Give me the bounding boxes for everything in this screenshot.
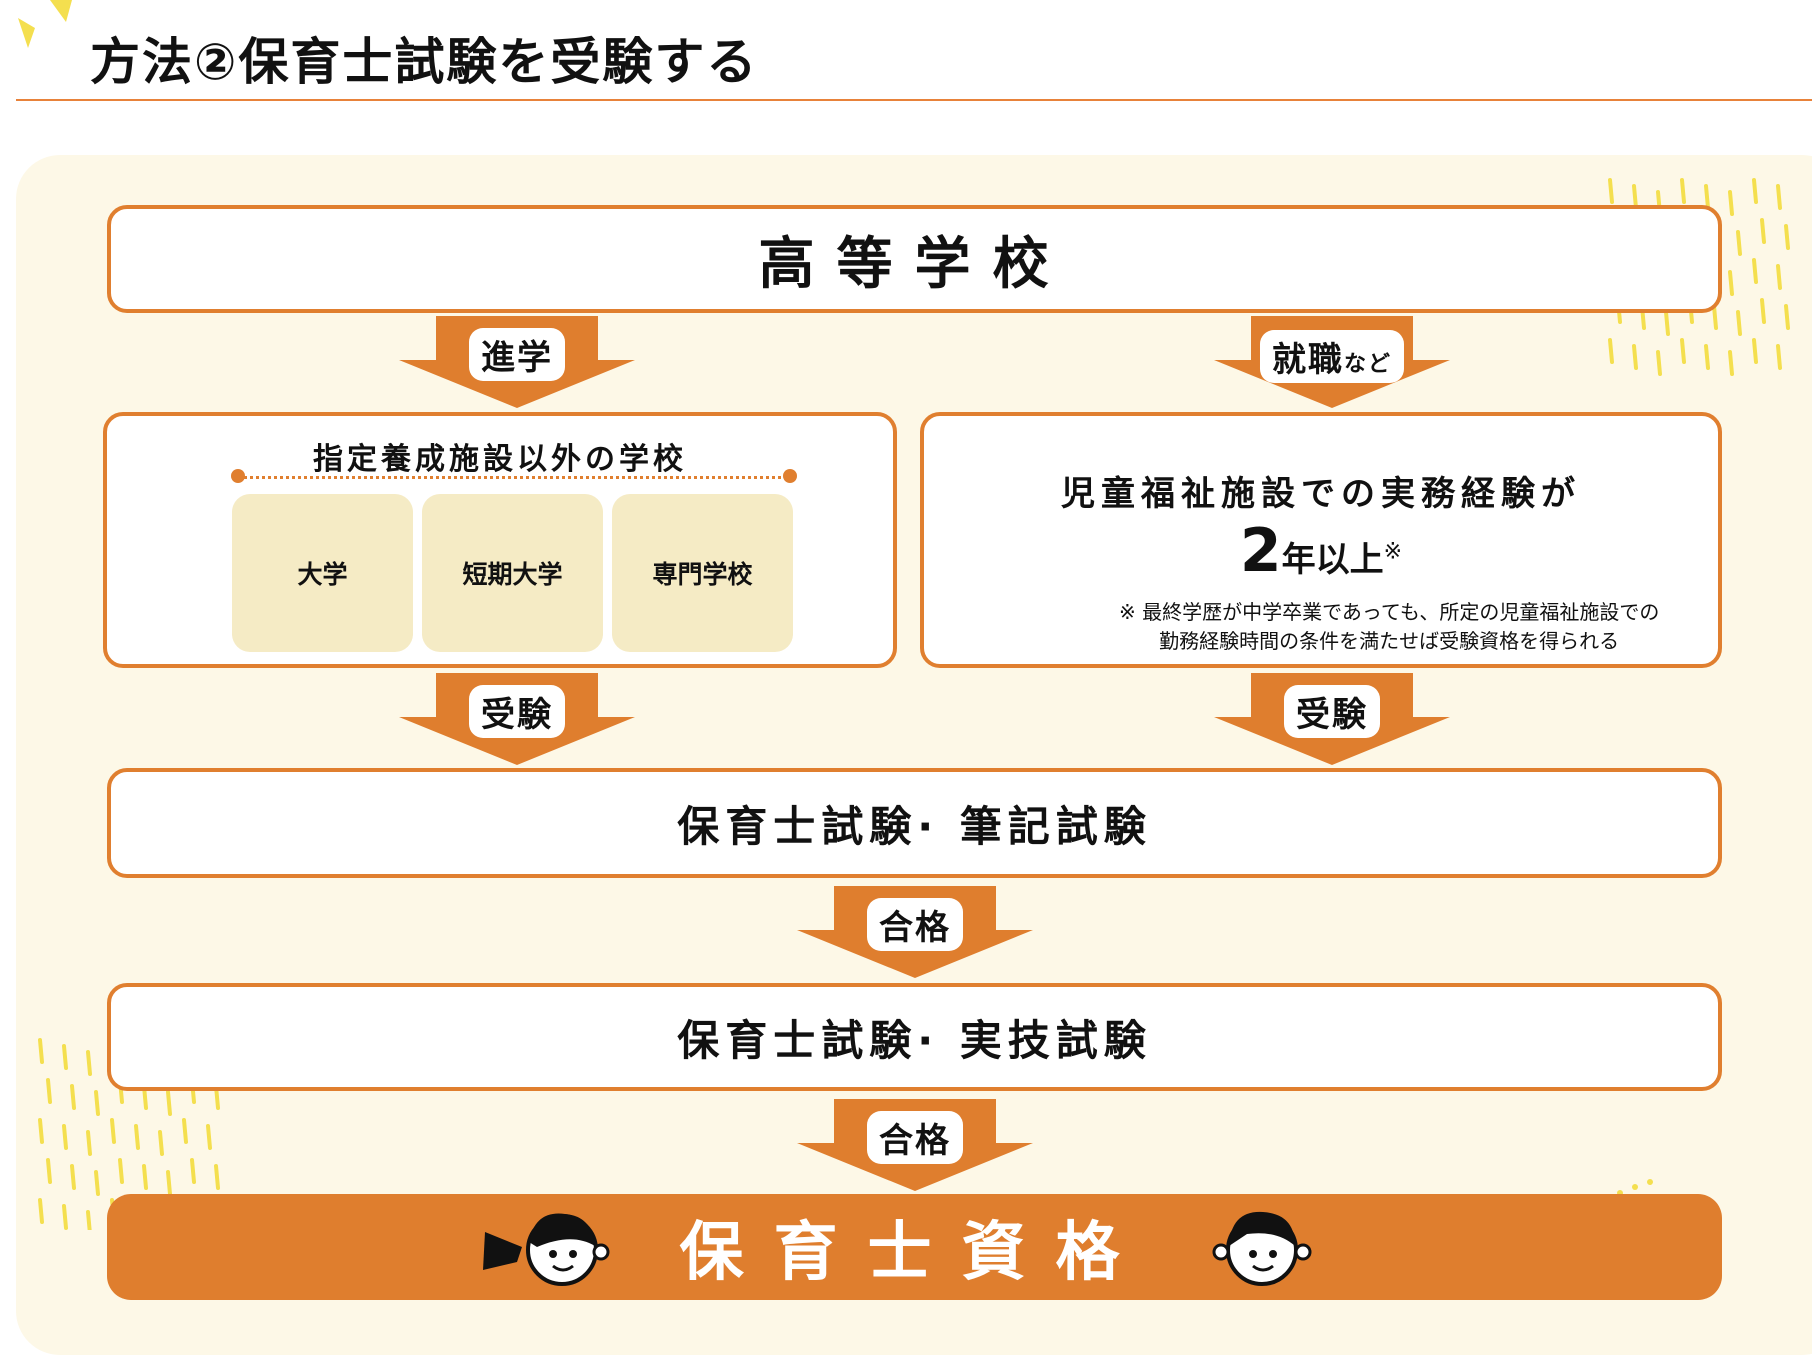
school-tile-university: 大学 xyxy=(232,494,413,652)
practical-exam-label: 保育士試験· 実技試験 xyxy=(677,1015,1152,1065)
note-mark: ※ xyxy=(1383,539,1403,565)
final-qualification-banner: 保育士資格 xyxy=(107,1194,1722,1300)
other-schools-box: 指定養成施設以外の学校 大学 短期大学 専門学校 xyxy=(103,412,897,668)
dotted-divider xyxy=(237,476,789,479)
arrow-exam-right: 受験 xyxy=(1214,673,1450,765)
arrow-label-pass: 合格 xyxy=(867,1111,963,1164)
arrow-label-exam: 受験 xyxy=(1284,685,1380,738)
practical-exam-box: 保育士試験· 実技試験 xyxy=(107,983,1722,1091)
arrow-employment: 就職など xyxy=(1214,316,1450,408)
arrow-exam-left: 受験 xyxy=(399,673,635,765)
boy-face-icon xyxy=(1212,1211,1312,1286)
arrow-label-exam: 受験 xyxy=(469,685,565,738)
school-tile-junior-college: 短期大学 xyxy=(422,494,603,652)
high-school-label: 高等学校 xyxy=(758,231,1071,297)
dot-right xyxy=(783,469,797,483)
other-schools-title: 指定養成施設以外の学校 xyxy=(313,442,687,477)
years-suffix: 年以上 xyxy=(1281,540,1384,580)
arrow-label-employment-suffix: など xyxy=(1343,352,1393,377)
footnote: ※ 最終学歴が中学卒業であっても、所定の児童福祉施設での勤務経験時間の条件を満た… xyxy=(1119,598,1659,656)
sparkle-decoration xyxy=(18,0,72,48)
final-qualification-label: 保育士資格 xyxy=(679,1216,1150,1290)
footnote-line: 勤務経験時間の条件を満たせば受験資格を得られる xyxy=(1159,629,1620,653)
girl-face-icon xyxy=(483,1213,610,1286)
years-number: 2 xyxy=(1239,516,1282,586)
footnote-line: ※ 最終学歴が中学卒業であっても、所定の児童福祉施設での xyxy=(1119,600,1660,624)
arrow-label-pass: 合格 xyxy=(867,898,963,951)
written-exam-box: 保育士試験· 筆記試験 xyxy=(107,768,1722,878)
title-divider xyxy=(16,99,1812,101)
high-school-box: 高等学校 xyxy=(107,205,1722,313)
written-exam-label: 保育士試験· 筆記試験 xyxy=(677,801,1152,851)
work-experience-box: 児童福祉施設での実務経験が 2年以上※ ※ 最終学歴が中学卒業であっても、所定の… xyxy=(920,412,1722,668)
arrow-label-advance: 進学 xyxy=(469,328,565,381)
page-title: 方法②保育士試験を受験する xyxy=(90,33,759,91)
school-tile-vocational: 専門学校 xyxy=(612,494,793,652)
work-experience-text: 児童福祉施設での実務経験が xyxy=(1061,474,1581,514)
arrow-pass-2: 合格 xyxy=(797,1099,1033,1191)
arrow-pass-1: 合格 xyxy=(797,886,1033,978)
arrow-label-employment: 就職 xyxy=(1271,340,1344,380)
arrow-advance: 進学 xyxy=(399,316,635,408)
